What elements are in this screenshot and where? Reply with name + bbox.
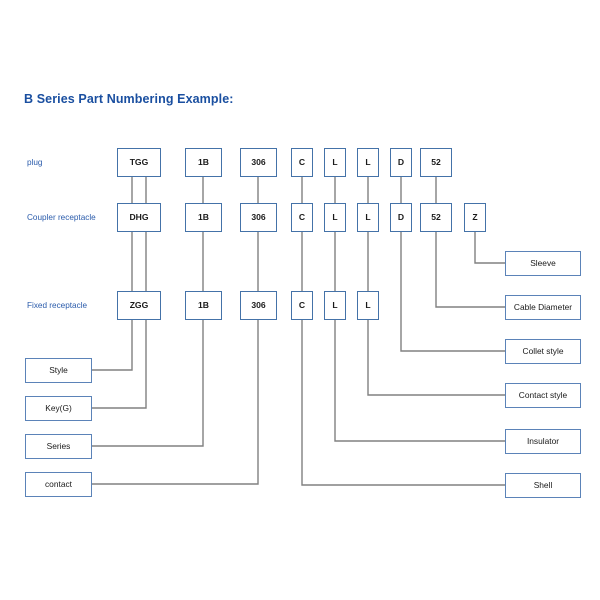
code-box-plug-7[interactable]: D bbox=[390, 148, 412, 177]
code-box-coupler-receptacle-8[interactable]: 52 bbox=[420, 203, 452, 232]
legend-box-insulator[interactable]: Insulator bbox=[505, 429, 581, 454]
code-box-fixed-receptacle-2[interactable]: 1B bbox=[185, 291, 222, 320]
code-box-coupler-receptacle-2[interactable]: 1B bbox=[185, 203, 222, 232]
code-box-plug-3[interactable]: 306 bbox=[240, 148, 277, 177]
code-box-coupler-receptacle-9[interactable]: Z bbox=[464, 203, 486, 232]
row-label-plug: plug bbox=[27, 158, 43, 167]
code-box-coupler-receptacle-3[interactable]: 306 bbox=[240, 203, 277, 232]
code-box-fixed-receptacle-6[interactable]: L bbox=[357, 291, 379, 320]
sleeve-wire bbox=[474, 232, 505, 264]
legend-box-cable-diameter[interactable]: Cable Diameter bbox=[505, 295, 581, 320]
legend-box-sleeve[interactable]: Sleeve bbox=[505, 251, 581, 276]
code-box-plug-1[interactable]: TGG bbox=[117, 148, 161, 177]
code-box-plug-2[interactable]: 1B bbox=[185, 148, 222, 177]
row-label-coupler-receptacle: Coupler receptacle bbox=[27, 213, 96, 222]
row-label-fixed-receptacle: Fixed receptacle bbox=[27, 301, 88, 310]
code-box-fixed-receptacle-1[interactable]: ZGG bbox=[117, 291, 161, 320]
code-box-fixed-receptacle-4[interactable]: C bbox=[291, 291, 313, 320]
code-box-plug-8[interactable]: 52 bbox=[420, 148, 452, 177]
collet-style-wire bbox=[400, 177, 505, 352]
cable-diameter-wire bbox=[435, 177, 505, 308]
code-box-coupler-receptacle-7[interactable]: D bbox=[390, 203, 412, 232]
code-box-plug-4[interactable]: C bbox=[291, 148, 313, 177]
legend-box-style[interactable]: Style bbox=[25, 358, 92, 383]
legend-box-series[interactable]: Series bbox=[25, 434, 92, 459]
code-box-fixed-receptacle-3[interactable]: 306 bbox=[240, 291, 277, 320]
code-box-plug-6[interactable]: L bbox=[357, 148, 379, 177]
code-box-fixed-receptacle-5[interactable]: L bbox=[324, 291, 346, 320]
code-box-coupler-receptacle-6[interactable]: L bbox=[357, 203, 379, 232]
legend-box-collet-style[interactable]: Collet style bbox=[505, 339, 581, 364]
legend-box-shell[interactable]: Shell bbox=[505, 473, 581, 498]
code-box-plug-5[interactable]: L bbox=[324, 148, 346, 177]
code-box-coupler-receptacle-4[interactable]: C bbox=[291, 203, 313, 232]
legend-box-key-g[interactable]: Key(G) bbox=[25, 396, 92, 421]
code-box-coupler-receptacle-1[interactable]: DHG bbox=[117, 203, 161, 232]
page-title: B Series Part Numbering Example: bbox=[24, 92, 234, 106]
legend-box-contact-style[interactable]: Contact style bbox=[505, 383, 581, 408]
code-box-coupler-receptacle-5[interactable]: L bbox=[324, 203, 346, 232]
legend-box-contact[interactable]: contact bbox=[25, 472, 92, 497]
